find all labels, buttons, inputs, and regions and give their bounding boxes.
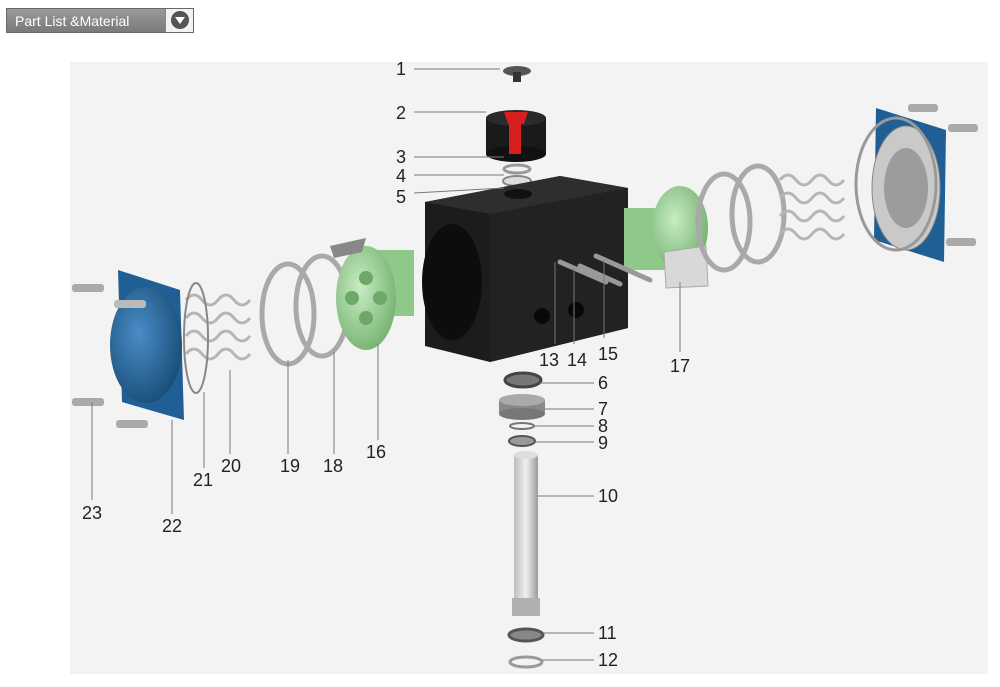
label-17: 17 <box>670 356 690 376</box>
label-2: 2 <box>396 103 406 123</box>
label-23: 23 <box>82 503 102 523</box>
label-5: 5 <box>396 187 406 207</box>
right-springs <box>778 173 846 241</box>
part-2-indicator <box>486 110 546 162</box>
right-o-ring-2 <box>729 163 787 265</box>
part-1-screw <box>503 66 531 82</box>
part-23-bolts-left <box>72 284 148 428</box>
part-3-ring <box>502 163 532 175</box>
part-17-piston-right <box>624 186 709 289</box>
leader-lines <box>91 68 681 661</box>
label-11: 11 <box>598 623 617 643</box>
parts-13-15-stop-screws <box>557 253 653 287</box>
label-12: 12 <box>598 650 618 670</box>
label-7: 7 <box>598 399 608 419</box>
label-3: 3 <box>396 147 406 167</box>
toggle-button[interactable] <box>165 9 193 32</box>
part-11-bearing <box>507 627 545 643</box>
label-18: 18 <box>323 456 343 476</box>
label-13: 13 <box>539 350 559 370</box>
label-4: 4 <box>396 166 406 186</box>
part-8-ring <box>509 422 535 430</box>
part-9-bearing <box>508 435 536 447</box>
chevron-down-icon <box>171 11 189 29</box>
part-20-springs-left <box>184 293 252 361</box>
label-8: 8 <box>598 416 608 436</box>
label-14: 14 <box>567 350 587 370</box>
label-1: 1 <box>396 59 406 79</box>
part-22-end-cap-left <box>110 270 184 420</box>
right-o-ring-1 <box>695 171 753 273</box>
part-6-washer <box>503 371 543 389</box>
part-12-ring <box>508 655 544 669</box>
part-list-header: Part List &Material <box>6 8 194 33</box>
part-5-body <box>422 176 628 362</box>
part-7-cam <box>499 394 545 420</box>
label-16: 16 <box>366 442 386 462</box>
label-10: 10 <box>598 486 618 506</box>
right-end-cap <box>854 108 946 262</box>
part-21-o-ring <box>183 282 209 394</box>
part-labels: 1 2 3 4 5 6 7 8 9 10 11 12 13 14 15 16 1… <box>82 59 690 670</box>
section-title: Part List &Material <box>15 13 130 29</box>
label-9: 9 <box>598 433 608 453</box>
label-19: 19 <box>280 456 300 476</box>
label-22: 22 <box>162 516 182 536</box>
part-10-shaft <box>512 451 540 616</box>
label-20: 20 <box>221 456 241 476</box>
label-15: 15 <box>598 344 618 364</box>
label-21: 21 <box>193 470 213 490</box>
right-bolts <box>908 104 978 246</box>
label-6: 6 <box>598 373 608 393</box>
part-16-piston-left <box>330 238 414 350</box>
